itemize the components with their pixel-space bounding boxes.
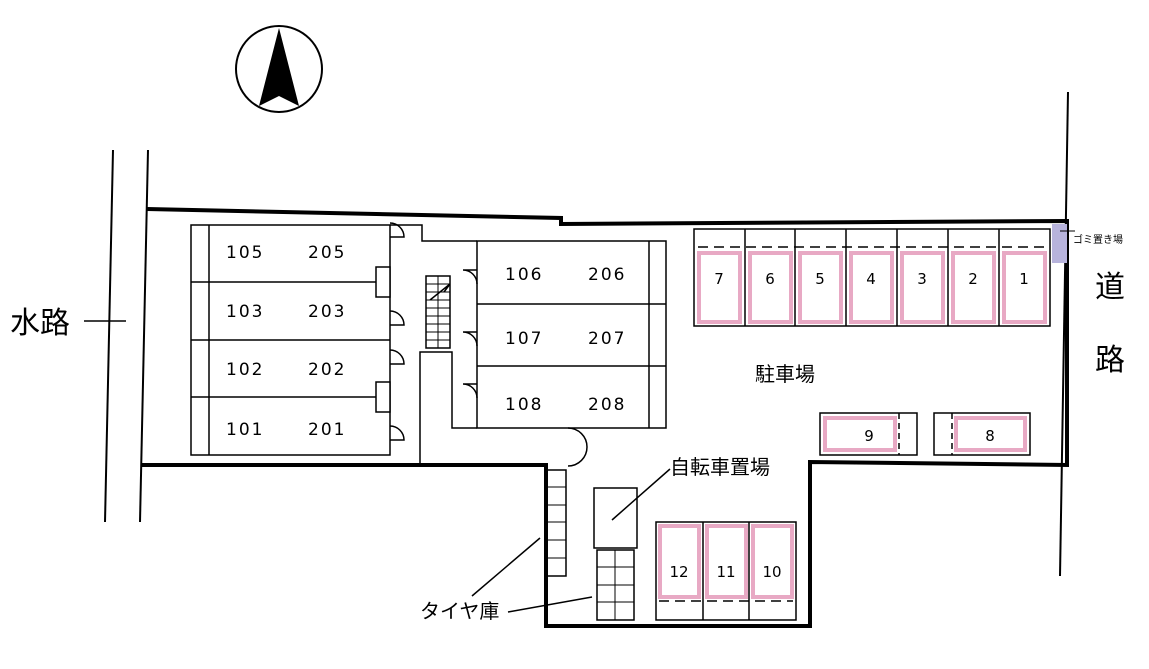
garbage-area-label: ゴミ置き場	[1073, 233, 1123, 246]
compass	[235, 25, 323, 113]
unit-101: 101	[226, 420, 264, 440]
parking-space-5	[798, 251, 843, 324]
building-east: 106 206 107 207 108 208	[462, 240, 667, 467]
parking-space-4	[849, 251, 894, 324]
parking-space-6	[748, 251, 793, 324]
unit-203: 203	[308, 302, 346, 322]
tire-storage-label: タイヤ庫	[420, 599, 499, 623]
parking-space-9	[823, 416, 897, 452]
road-label-2: 路	[1095, 343, 1125, 378]
door-icon	[567, 427, 588, 467]
parking-space-11-label: 11	[716, 563, 735, 581]
parking-space-3-label: 3	[917, 270, 927, 288]
garbage-area	[1052, 224, 1067, 263]
unit-208: 208	[588, 395, 626, 415]
bicycle-parking-label: 自転車置場	[670, 455, 770, 479]
unit-105: 105	[226, 243, 264, 263]
unit-201: 201	[308, 420, 346, 440]
unit-108: 108	[505, 395, 543, 415]
compass-circle	[235, 25, 323, 113]
door-icon	[389, 425, 405, 441]
unit-107: 107	[505, 329, 543, 349]
door-icon	[389, 310, 405, 326]
parking-mid: 9 8	[819, 412, 1031, 456]
door-icon	[389, 222, 405, 238]
unit-207: 207	[588, 329, 626, 349]
road: 道 路	[1059, 91, 1125, 577]
parking-space-11	[705, 524, 748, 599]
stairs	[425, 275, 451, 349]
bicycle-parking: 自転車置場	[593, 455, 770, 549]
road-label-1: 道	[1095, 270, 1125, 305]
parking-space-1-label: 1	[1019, 270, 1029, 288]
parking-space-10-label: 10	[762, 563, 781, 581]
door-icon	[389, 349, 405, 365]
unit-102: 102	[226, 360, 264, 380]
parking-space-12	[658, 524, 701, 599]
parking-space-1	[1002, 251, 1047, 324]
north-arrow-icon	[259, 28, 299, 106]
waterway-label: 水路	[10, 306, 70, 341]
parking-space-2	[951, 251, 996, 324]
tire-storage: タイヤ庫	[420, 469, 635, 623]
parking-space-5-label: 5	[815, 270, 825, 288]
parking-space-10	[751, 524, 794, 599]
parking-space-4-label: 4	[866, 270, 876, 288]
parking-space-12-label: 12	[669, 563, 688, 581]
door-icon	[462, 383, 478, 399]
site-boundary	[141, 207, 1069, 628]
parking-space-8	[954, 416, 1027, 452]
waterway: 水路	[10, 149, 149, 523]
parking-label: 駐車場	[755, 362, 815, 386]
stairs-arrow-icon	[429, 283, 451, 301]
parking-space-6-label: 6	[765, 270, 775, 288]
parking-top-row: 7 6 5 4 3 2 1	[693, 228, 1051, 327]
parking-space-7-label: 7	[714, 270, 724, 288]
unit-106: 106	[505, 265, 543, 285]
parking-space-2-label: 2	[968, 270, 978, 288]
unit-206: 206	[588, 265, 626, 285]
parking-space-8-label: 8	[985, 427, 995, 445]
door-icon	[462, 331, 478, 347]
parking-space-7	[697, 251, 742, 324]
unit-205: 205	[308, 243, 346, 263]
building-west: 105 205 103 203 102 202 101 201	[190, 222, 405, 456]
parking-space-9-label: 9	[864, 427, 874, 445]
unit-103: 103	[226, 302, 264, 322]
door-icon	[462, 269, 478, 285]
parking-bottom-row: 12 11 10	[655, 521, 797, 621]
parking-space-3	[900, 251, 945, 324]
unit-202: 202	[308, 360, 346, 380]
